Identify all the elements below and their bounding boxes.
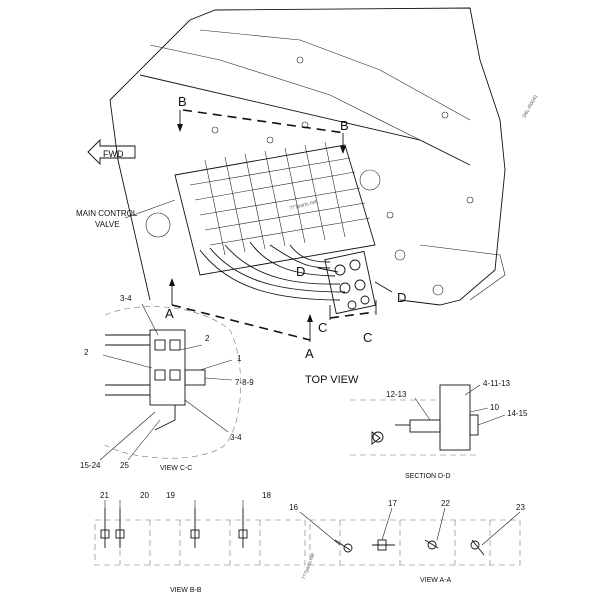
fitting-21 bbox=[100, 508, 110, 548]
watermark-aa: 777parts.net bbox=[301, 552, 316, 581]
section-a-left: A bbox=[165, 306, 174, 321]
callout-cc-7-8-9: 7-8-9 bbox=[235, 378, 254, 387]
view-aa-title: VIEW A-A bbox=[420, 577, 451, 584]
section-b-right: B bbox=[340, 118, 349, 133]
section-dd bbox=[350, 384, 506, 456]
fitting-16 bbox=[334, 539, 353, 553]
callout-dd-12-13: 12-13 bbox=[386, 390, 407, 399]
fitting-17 bbox=[372, 539, 395, 551]
callout-dd-4-11-13: 4-11-13 bbox=[483, 379, 511, 388]
main-valve-label-2: VALVE bbox=[95, 220, 120, 229]
callout-cc-25: 25 bbox=[120, 461, 129, 470]
callout-aa-17: 17 bbox=[388, 499, 397, 508]
main-valve-label-1: MAIN CONTROL bbox=[76, 209, 138, 218]
section-a-right: A bbox=[305, 346, 314, 361]
view-aa bbox=[299, 507, 521, 566]
callout-bb-19: 19 bbox=[166, 491, 175, 500]
fitting-19 bbox=[190, 508, 200, 548]
pilot-manifold bbox=[324, 250, 376, 315]
callout-bb-18: 18 bbox=[262, 491, 271, 500]
callout-dd-14-15: 14-15 bbox=[507, 409, 528, 418]
section-d-right: D bbox=[397, 290, 406, 305]
section-d-left: D bbox=[296, 264, 305, 279]
section-c-left: C bbox=[318, 320, 327, 335]
callout-bb-21: 21 bbox=[100, 491, 109, 500]
section-line-c bbox=[329, 300, 377, 320]
top-view-title: TOP VIEW bbox=[305, 374, 359, 386]
callout-cc-1: 1 bbox=[237, 354, 242, 363]
watermark-top: 777parts.net bbox=[289, 199, 318, 212]
callout-cc-3-4-top: 3-4 bbox=[120, 294, 132, 303]
callout-cc-2-left: 2 bbox=[84, 348, 89, 357]
section-b-left: B bbox=[178, 94, 187, 109]
frame-plate bbox=[109, 7, 506, 306]
section-c-right: C bbox=[363, 330, 372, 345]
fitting-22 bbox=[424, 539, 439, 550]
section-dd-title: SECTION D-D bbox=[405, 473, 451, 480]
fitting-18 bbox=[238, 508, 248, 548]
view-cc-title: VIEW C-C bbox=[160, 465, 192, 472]
main-control-valve bbox=[174, 121, 376, 276]
section-line-a bbox=[169, 278, 313, 342]
hydraulic-hoses bbox=[199, 241, 346, 301]
callout-aa-23: 23 bbox=[516, 503, 525, 512]
callout-cc-15-24: 15-24 bbox=[80, 461, 101, 470]
view-bb bbox=[94, 500, 306, 566]
corner-stamp: D6L-R0041 bbox=[522, 94, 540, 119]
fitting-20 bbox=[115, 508, 125, 548]
callout-dd-10: 10 bbox=[490, 403, 499, 412]
fwd-arrow bbox=[87, 138, 136, 166]
fitting-23 bbox=[470, 539, 485, 556]
section-line-d bbox=[317, 267, 393, 293]
callout-aa-22: 22 bbox=[441, 499, 450, 508]
fwd-label: FWD bbox=[103, 149, 124, 159]
section-line-b bbox=[177, 109, 346, 154]
callout-bb-20: 20 bbox=[140, 491, 149, 500]
callout-cc-3-4-bottom: 3-4 bbox=[230, 433, 242, 442]
callout-aa-16: 16 bbox=[289, 503, 298, 512]
callout-cc-2-right: 2 bbox=[205, 334, 210, 343]
view-cc bbox=[99, 303, 241, 461]
view-bb-title: VIEW B-B bbox=[170, 587, 202, 594]
